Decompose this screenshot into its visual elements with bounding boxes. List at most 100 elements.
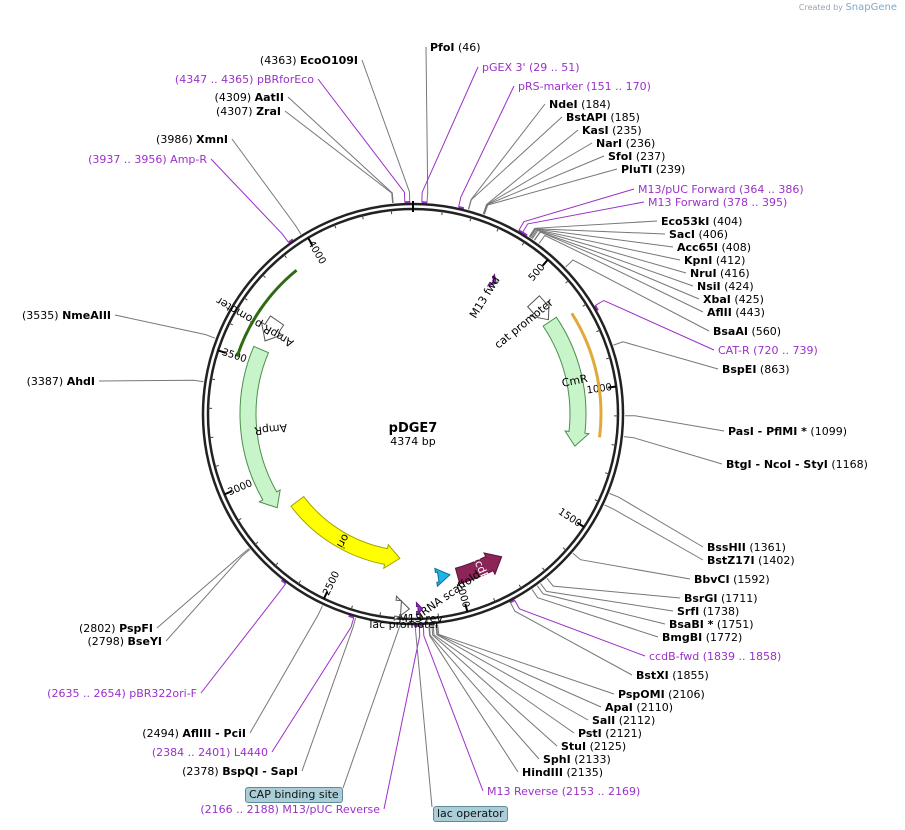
feature-grna-scaffold[interactable] <box>434 567 451 588</box>
backbone-outer-ring <box>201 202 625 626</box>
enzyme-label[interactable]: (3535) NmeAIII <box>22 309 111 322</box>
credit-prefix: Created by <box>798 3 843 12</box>
enzyme-label[interactable]: PspOMI (2106) <box>618 688 705 701</box>
primer-label[interactable]: (2635 .. 2654) pBR322ori-F <box>47 687 197 700</box>
enzyme-label[interactable]: NruI (416) <box>690 267 750 280</box>
enzyme-position: (185) <box>607 111 640 124</box>
primer-label[interactable]: CAT-R (720 .. 739) <box>718 344 818 357</box>
enzyme-label[interactable]: BtgI - NcoI - StyI (1168) <box>726 458 868 471</box>
enzyme-label[interactable]: AflII (443) <box>707 306 765 319</box>
enzyme-name: AflII <box>707 306 732 319</box>
enzyme-label[interactable]: SphI (2133) <box>543 753 611 766</box>
enzyme-label[interactable]: (4363) EcoO109I <box>260 54 358 67</box>
enzyme-label[interactable]: BssHII (1361) <box>707 541 786 554</box>
feature-m13-fwd[interactable] <box>486 273 497 287</box>
enzyme-label[interactable]: NsiI (424) <box>697 280 754 293</box>
cap-binding-site-badge[interactable]: CAP binding site <box>245 787 343 803</box>
enzyme-label[interactable]: (4309) AatII <box>215 91 284 104</box>
enzyme-label[interactable]: SacI (406) <box>669 228 728 241</box>
enzyme-position: (412) <box>712 254 745 267</box>
enzyme-label[interactable]: (3387) AhdI <box>27 375 95 388</box>
tick-label: 2500 <box>321 570 342 598</box>
enzyme-label[interactable]: (2494) AflIII - PciI <box>142 727 246 740</box>
feature-label-ampr-promoter: AmpR promoter <box>214 294 296 350</box>
enzyme-label[interactable]: NdeI (184) <box>549 98 611 111</box>
feature-lac-promoter[interactable] <box>393 595 411 622</box>
enzyme-position: (1168) <box>828 458 868 471</box>
primer-label[interactable]: pRS-marker (151 .. 170) <box>518 80 651 93</box>
enzyme-name: AhdI <box>67 375 95 388</box>
enzyme-label[interactable]: SrfI (1738) <box>677 605 739 618</box>
enzyme-label[interactable]: PfoI (46) <box>430 41 481 54</box>
enzyme-label[interactable]: (3986) XmnI <box>156 133 228 146</box>
enzyme-label[interactable]: SfoI (237) <box>608 150 665 163</box>
enzyme-label[interactable]: HindIII (2135) <box>522 766 603 779</box>
enzyme-label[interactable]: KpnI (412) <box>684 254 745 267</box>
feature-cat-promoter[interactable] <box>526 295 550 321</box>
enzyme-name: BssHII <box>707 541 746 554</box>
lac-operator-leader-line <box>414 625 433 808</box>
leader-line <box>540 583 674 612</box>
leader-line <box>483 142 593 215</box>
enzyme-label[interactable]: PasI - PflMI * (1099) <box>728 425 847 438</box>
feature-ori[interactable] <box>290 495 401 570</box>
enzyme-name: StuI <box>561 740 586 753</box>
enzyme-label[interactable]: BsaAI (560) <box>713 325 781 338</box>
enzyme-label[interactable]: BspEI (863) <box>722 363 790 376</box>
enzyme-label[interactable]: XbaI (425) <box>703 293 764 306</box>
feature-ampr-promoter[interactable] <box>260 315 285 342</box>
enzyme-label[interactable]: Eco53kI (404) <box>661 215 742 228</box>
enzyme-label[interactable]: BstXI (1855) <box>636 669 709 682</box>
enzyme-label[interactable]: KasI (235) <box>582 124 642 137</box>
tick-label: 4000 <box>305 239 327 266</box>
feature-cmr[interactable] <box>542 316 591 447</box>
enzyme-label[interactable]: BsrGI (1711) <box>684 592 758 605</box>
enzyme-label[interactable]: BmgBI (1772) <box>662 631 742 644</box>
enzyme-position: (4307) <box>216 105 256 118</box>
enzyme-label[interactable]: ApaI (2110) <box>605 701 673 714</box>
minor-tick <box>262 274 266 278</box>
feature-label-lac-promoter: lac promoter <box>369 618 440 631</box>
primer-label[interactable]: (3937 .. 3956) Amp-R <box>88 153 207 166</box>
enzyme-label[interactable]: (2378) BspQI - SapI <box>182 765 298 778</box>
enzyme-label[interactable]: NarI (236) <box>596 137 655 150</box>
enzyme-label[interactable]: (2798) BseYI <box>87 635 162 648</box>
enzyme-label[interactable]: PluTI (239) <box>621 163 685 176</box>
primer-label[interactable]: M13 Forward (378 .. 395) <box>648 196 787 209</box>
enzyme-label[interactable]: StuI (2125) <box>561 740 626 753</box>
primer-label[interactable]: M13/pUC Forward (364 .. 386) <box>638 183 804 196</box>
leader-line <box>531 589 659 638</box>
enzyme-label[interactable]: BstAPI (185) <box>566 111 640 124</box>
feature-m13-rev[interactable] <box>415 601 424 617</box>
enzyme-label[interactable]: (4307) ZraI <box>216 105 281 118</box>
snapgene-logo-text: SnapGene <box>845 2 897 13</box>
feature-label-ampr: AmpR <box>253 421 287 437</box>
plasmid-length: 4374 bp <box>390 435 435 448</box>
enzyme-label[interactable]: BsaBI * (1751) <box>669 618 754 631</box>
leader-line <box>165 549 251 642</box>
feature-ampr[interactable] <box>239 345 281 509</box>
leader-line <box>361 59 411 203</box>
enzyme-label[interactable]: BstZ17I (1402) <box>707 554 795 567</box>
leader-line <box>623 436 723 465</box>
enzyme-position: (406) <box>695 228 728 241</box>
primer-label[interactable]: (4347 .. 4365) pBRforEco <box>175 73 314 86</box>
leader-line <box>529 228 666 238</box>
enzyme-label[interactable]: PstI (2121) <box>578 727 642 740</box>
enzyme-position: (4363) <box>260 54 300 67</box>
primer-label[interactable]: (2166 .. 2188) M13/pUC Reverse <box>200 803 380 816</box>
primer-label[interactable]: (2384 .. 2401) L4440 <box>152 746 268 759</box>
minor-tick <box>237 518 242 521</box>
enzyme-position: (2110) <box>633 701 673 714</box>
enzyme-label[interactable]: BbvCI (1592) <box>694 573 770 586</box>
minor-tick <box>596 329 601 333</box>
feature-ccdb[interactable] <box>454 552 503 585</box>
primer-label[interactable]: ccdB-fwd (1839 .. 1858) <box>649 650 781 663</box>
lac-operator-badge[interactable]: lac operator <box>433 806 508 822</box>
enzyme-label[interactable]: Acc65I (408) <box>677 241 751 254</box>
primer-label[interactable]: M13 Reverse (2153 .. 2169) <box>487 785 640 798</box>
primer-label[interactable]: pGEX 3' (29 .. 51) <box>482 61 580 74</box>
enzyme-label[interactable]: SalI (2112) <box>592 714 655 727</box>
primer-text: (2384 .. 2401) L4440 <box>152 746 268 759</box>
enzyme-label[interactable]: (2802) PspFI <box>79 622 153 635</box>
